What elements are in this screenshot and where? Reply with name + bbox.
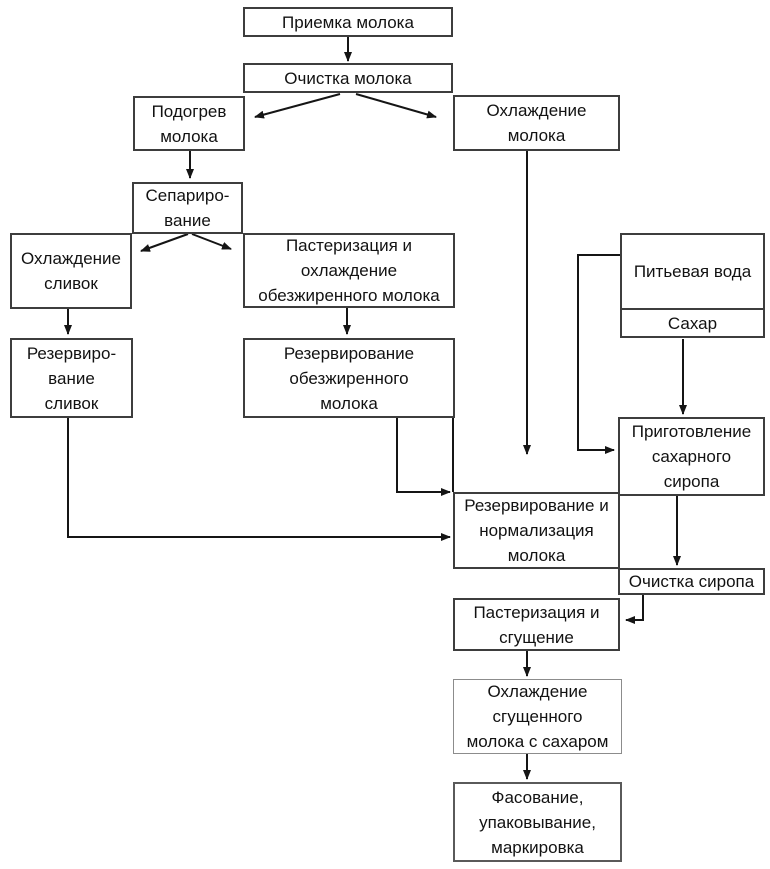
node-pitevaya-voda-sahar: Питьевая вода Сахар — [620, 233, 765, 338]
node-ochistka-moloka: Очистка молока — [243, 63, 453, 93]
node-label: Сахар — [667, 313, 718, 333]
node-label: Питьевая вода — [633, 262, 752, 281]
arrow-ochistkasiropa-to-pastersgushch — [625, 595, 644, 624]
node-label: Пастеризация и сгущение — [473, 602, 600, 647]
node-ohlazhdenie-slivok: Охлаждение сливок — [10, 233, 132, 309]
node-rezervirovanie-slivok: Резервиро- вание сливок — [10, 338, 133, 418]
arrow-ochistka-to-podogrev — [254, 93, 341, 119]
node-label: Резервирование обезжиренного молока — [283, 343, 415, 413]
node-ohlazhdenie-moloka: Охлаждение молока — [453, 95, 620, 151]
node-ohlazhdenie-sgushchennogo: Охлаждение сгущенного молока с сахаром — [453, 679, 622, 754]
arrow-separirovanie-to-pasterizaciya — [191, 233, 232, 250]
node-ochistka-siropa: Очистка сиропа — [618, 568, 765, 595]
node-label: Очистка сиропа — [628, 572, 755, 591]
arrow-voda-to-prigotovlenie — [577, 254, 620, 454]
node-label: Очистка молока — [284, 68, 412, 88]
arrow-rezervslivok-to-rezervnorm — [67, 418, 451, 541]
node-label: Сепариро- вание — [145, 186, 230, 230]
node-fasovanie-upakovyvanie: Фасование, упаковывание, маркировка — [453, 782, 622, 862]
node-pasterizaciya-sgushchenie: Пастеризация и сгущение — [453, 598, 620, 651]
compartment-sahar: Сахар — [622, 308, 763, 336]
node-label: Приемка молока — [282, 12, 414, 32]
node-label: Резервирование и нормализация молока — [464, 496, 609, 565]
node-podogrev-moloka: Подогрев молока — [133, 96, 245, 151]
node-label: Охлаждение сгущенного молока с сахаром — [466, 682, 609, 751]
node-label: Резервиро- вание сливок — [26, 343, 117, 413]
node-label: Пастеризация и охлаждение обезжиренного … — [258, 236, 440, 305]
arrow-rezervobezzhir-to-rezervnorm — [396, 418, 451, 496]
node-label: Фасование, упаковывание, маркировка — [479, 787, 596, 857]
node-label: Охлаждение сливок — [21, 249, 121, 293]
node-label: Приготовление сахарного сиропа — [631, 422, 752, 491]
node-separirovanie: Сепариро- вание — [132, 182, 243, 234]
node-label: Подогрев молока — [151, 101, 227, 146]
arrow-separirovanie-to-slivki — [140, 233, 189, 252]
node-rezervirovanie-obezzhirennogo: Резервирование обезжиренного молока — [243, 338, 455, 418]
arrow-ochistka-to-ohlazhdenie — [355, 93, 437, 119]
node-priemka-moloka: Приемка молока — [243, 7, 453, 37]
node-rezervirovanie-normalizaciya: Резервирование и нормализация молока — [453, 492, 620, 569]
node-label: Охлаждение молока — [486, 101, 587, 145]
compartment-pitevaya-voda: Питьевая вода — [622, 235, 763, 308]
node-pasterizaciya-i-ohlazhdenie: Пастеризация и охлаждение обезжиренного … — [243, 233, 455, 308]
node-prigotovlenie-siropa: Приготовление сахарного сиропа — [618, 417, 765, 496]
